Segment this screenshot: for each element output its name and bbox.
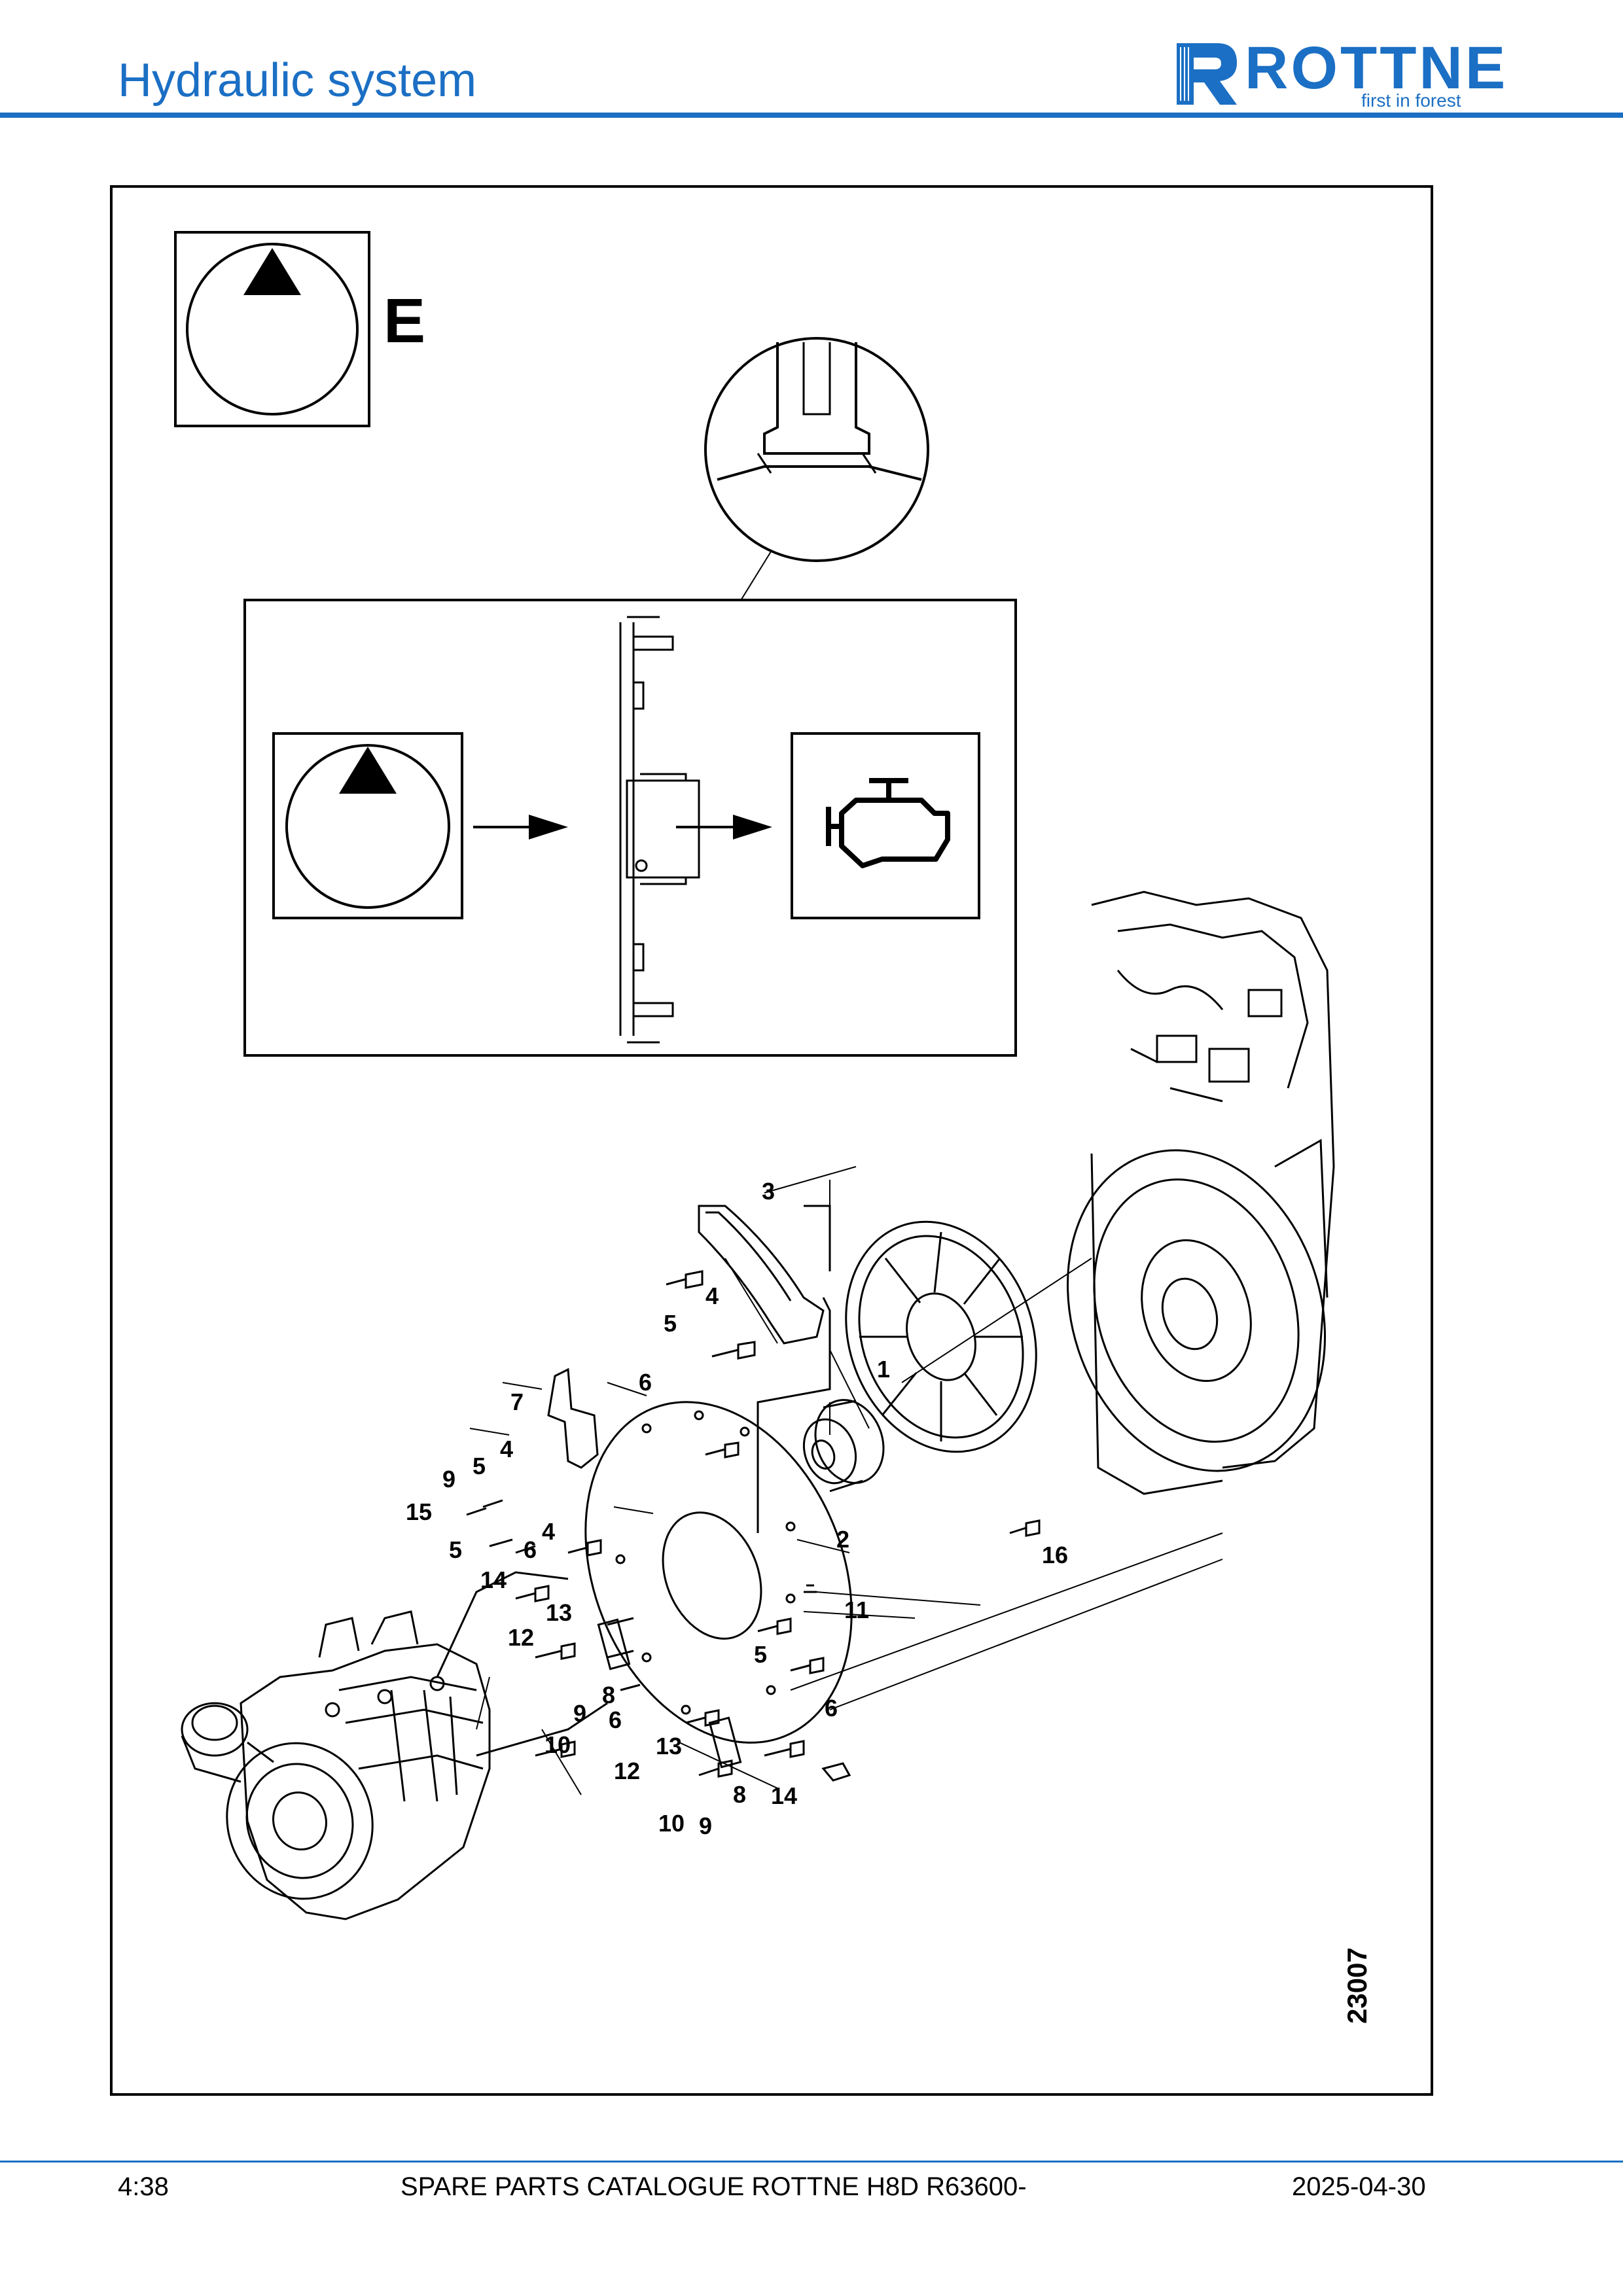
callout-10: 10 xyxy=(658,1810,685,1837)
callout-9: 9 xyxy=(699,1812,712,1839)
callout-5: 5 xyxy=(449,1536,462,1563)
callout-3: 3 xyxy=(762,1178,775,1205)
callout-8: 8 xyxy=(733,1781,746,1808)
engine-flywheel-housing xyxy=(1066,891,1335,1495)
drive-plate xyxy=(845,1220,1037,1453)
mounting-bracket xyxy=(547,1368,599,1469)
figure-frame xyxy=(110,185,1433,2096)
callout-8: 8 xyxy=(602,1682,615,1708)
logo-wordmark: ROTTNE xyxy=(1245,35,1508,101)
callout-11: 11 xyxy=(844,1597,869,1623)
exploded-view-drawing: E xyxy=(174,231,1372,2024)
pump-direction-triangle-icon xyxy=(339,747,397,794)
detail-magnifier xyxy=(633,337,929,775)
drawing-number: 23007 xyxy=(1342,1947,1372,2024)
hydraulic-pump xyxy=(181,1571,608,1920)
direction-triangle-icon xyxy=(243,248,301,295)
callout-12: 12 xyxy=(614,1757,640,1784)
callout-6: 6 xyxy=(639,1369,652,1396)
fasteners xyxy=(466,1270,1041,1782)
logo-tagline: first in forest xyxy=(1361,90,1461,111)
engine-icon xyxy=(826,778,950,868)
callout-9: 9 xyxy=(442,1466,455,1492)
publication-date: 2025-04-30 xyxy=(1292,2172,1426,2201)
arrow-right-icon xyxy=(529,815,568,839)
callout-13: 13 xyxy=(656,1733,682,1759)
view-symbol-e xyxy=(174,231,370,427)
callout-5: 5 xyxy=(754,1641,767,1668)
leader-lines xyxy=(469,1166,1223,1795)
catalogue-title: SPARE PARTS CATALOGUE ROTTNE H8D R63600- xyxy=(401,2172,1027,2201)
callout-6: 6 xyxy=(609,1706,622,1733)
callout-4: 4 xyxy=(500,1436,513,1462)
callout-16: 16 xyxy=(1042,1542,1068,1568)
callout-10: 10 xyxy=(544,1731,571,1758)
callout-6: 6 xyxy=(825,1695,838,1722)
callout-2: 2 xyxy=(836,1526,849,1553)
callout-5: 5 xyxy=(473,1453,486,1479)
drive-schematic xyxy=(243,599,1017,1057)
callout-15: 15 xyxy=(406,1498,432,1525)
callout-4: 4 xyxy=(705,1282,719,1309)
callout-6: 6 xyxy=(524,1536,537,1563)
footer-rule xyxy=(0,2161,1623,2163)
arrow-right-icon xyxy=(733,815,772,839)
header-rule xyxy=(0,113,1623,118)
view-letter: E xyxy=(383,286,425,356)
page-title: Hydraulic system xyxy=(118,54,477,107)
coupling-section xyxy=(619,616,700,1044)
callout-14: 14 xyxy=(480,1566,507,1593)
page-number: 4:38 xyxy=(118,2172,169,2201)
callouts: 1 2 3 4 4 4 5 5 5 5 6 6 6 6 7 8 8 9 9 9 … xyxy=(406,1178,1068,1839)
callout-1: 1 xyxy=(877,1356,890,1383)
callout-14: 14 xyxy=(771,1782,797,1809)
rottne-logo-mark-icon xyxy=(1177,43,1237,105)
rottne-logo: ROTTNE first in forest xyxy=(1171,35,1512,111)
adapter-flange xyxy=(584,1401,853,1744)
gear-hub xyxy=(802,1399,885,1492)
callout-9: 9 xyxy=(573,1700,586,1727)
callout-12: 12 xyxy=(508,1624,534,1651)
callout-5: 5 xyxy=(664,1310,677,1337)
callout-7: 7 xyxy=(510,1388,524,1415)
callout-4: 4 xyxy=(542,1518,555,1545)
bracket xyxy=(698,1205,831,1533)
callout-13: 13 xyxy=(546,1599,572,1626)
